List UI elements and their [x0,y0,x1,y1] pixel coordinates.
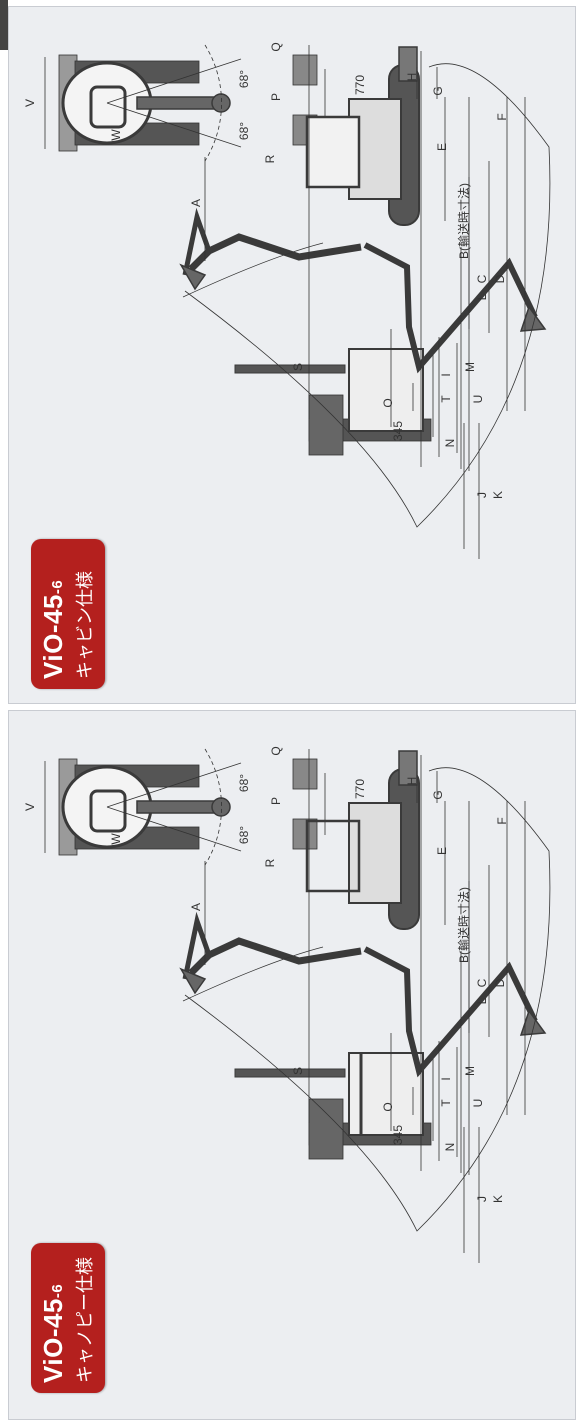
bucket-top-view [211,93,231,113]
dim-label-c: C [475,274,489,283]
dim-label-p: P [269,797,283,805]
dim-value-770: 770 [353,779,367,799]
dim-label-m: M [463,1066,477,1076]
cab-side-view [305,115,361,189]
bucket-raised [179,263,207,291]
dim-label-h: H [405,777,419,786]
working-envelope [184,767,551,1232]
boom-lowered [363,242,538,374]
swing-arc [204,748,222,866]
bucket-icon-right [292,818,318,850]
upper-body-side-view [348,802,402,904]
dim-label-d: D [493,274,507,283]
boom-raised [188,233,362,272]
dimension-drawing: 68°68°VW770680QPR345OTUSHGEB(輸送時寸法)CDFAI… [23,746,551,1263]
dim-label-g: G [431,86,445,95]
envelope-inner [182,242,324,298]
dim-label-o: O [381,1102,395,1111]
dim-label-r: R [263,154,277,163]
dim-label-s: S [291,1067,305,1075]
dim-label-l: L [475,997,489,1004]
page-edge-mark [0,0,8,50]
blade-front-view [308,394,344,456]
dim-label-u: U [471,395,485,404]
blade-side-view [398,750,418,786]
dim-label-n: N [443,1143,457,1152]
bucket-icon-left [292,54,318,86]
spec-panel-cabin: ViO-45-6 キャビン仕様 68°68°VW770680QPR345OTUS… [8,6,576,704]
cab-side-view [305,819,361,893]
bucket-top-view [211,797,231,817]
dim-label-t: T [439,1099,453,1107]
swing-angle-left: 68° [237,774,251,792]
swing-angle-right: 68° [237,122,251,140]
dim-label-d: D [493,978,507,987]
spec-panel-canopy: ViO-45-6 キャノピー仕様 68°68°VW770680QPR345OTU… [8,710,576,1420]
dim-value-770: 770 [353,75,367,95]
bucket-icon-left [292,758,318,790]
swing-angle-right: 68° [237,826,251,844]
dim-label-i: I [439,373,453,376]
dim-label-a: A [189,903,203,911]
boom-lowered [363,946,538,1078]
cab-top-view [89,789,127,833]
dim-label-r: R [263,858,277,867]
dim-label-f: F [495,113,509,120]
swing-line-left [106,58,242,104]
arm-front-view [234,1068,346,1078]
dim-label-k: K [491,1195,505,1203]
dim-label-c: C [475,978,489,987]
dim-label-j: J [475,492,489,498]
dim-label-b: B(輸送時寸法) [456,183,471,259]
dim-label-v: V [23,803,37,811]
dim-label-h: H [405,73,419,82]
dim-label-e: E [435,847,449,855]
boom-top-view [136,96,220,110]
cab-front-view [348,348,424,432]
dim-label-q: Q [269,42,283,51]
dim-label-n: N [443,439,457,448]
dim-label-i: I [439,1077,453,1080]
dim-label-q: Q [269,746,283,755]
dim-label-t: T [439,395,453,403]
swing-line-right [106,102,242,148]
dimension-drawing: 68°68°VW770680QPR345OTUSHGEB(輸送時寸法)CDFAI… [23,42,551,559]
swing-line-right [106,806,242,852]
dim-label-u: U [471,1099,485,1108]
dim-label-v: V [23,99,37,107]
blade-front-view [308,1098,344,1160]
dim-label-j: J [475,1196,489,1202]
arm-front-view [234,364,346,374]
bucket-raised [179,967,207,995]
boom-raised [188,937,362,976]
dim-label-g: G [431,790,445,799]
swing-line-left [106,762,242,808]
dim-value-345: 345 [391,421,405,441]
dim-label-a: A [189,199,203,207]
dim-label-p: P [269,93,283,101]
dim-label-k: K [491,491,505,499]
cab-top-view [89,85,127,129]
envelope-inner [182,946,324,1002]
dim-label-e: E [435,143,449,151]
blade-side-view [398,46,418,82]
swing-arc [204,44,222,162]
dim-value-345: 345 [391,1125,405,1145]
dim-label-w: W [109,129,123,141]
dim-label-w: W [109,833,123,845]
dim-label-f: F [495,817,509,824]
boom-top-view [136,800,220,814]
working-envelope [184,63,551,528]
dim-label-o: O [381,398,395,407]
dim-label-s: S [291,363,305,371]
swing-angle-left: 68° [237,70,251,88]
dim-label-m: M [463,362,477,372]
dim-label-l: L [475,293,489,300]
dim-label-b: B(輸送時寸法) [456,887,471,963]
